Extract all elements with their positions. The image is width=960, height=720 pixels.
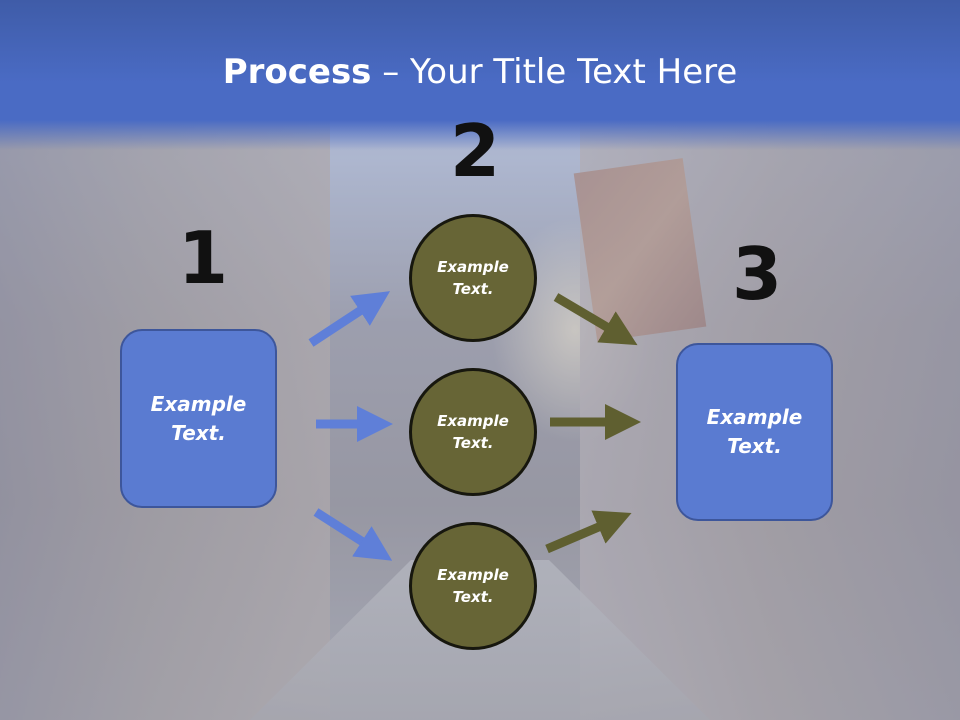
slide-title[interactable]: Process – Your Title Text Here	[0, 52, 960, 92]
title-bold: Process	[222, 52, 372, 92]
step-number-1: 1	[178, 216, 229, 300]
circle-bottom[interactable]: Example Text.	[409, 522, 537, 650]
right-step-box[interactable]: Example Text.	[676, 343, 833, 521]
step-number-2: 2	[450, 109, 501, 193]
left-step-box[interactable]: Example Text.	[120, 329, 277, 508]
circle-top[interactable]: Example Text.	[409, 214, 537, 342]
arrow-up-right-olive	[545, 510, 632, 554]
arrow-down-right-blue	[313, 508, 393, 561]
title-bar	[0, 0, 960, 150]
arrow-down-right-olive	[553, 293, 638, 346]
title-rest: – Your Title Text Here	[371, 52, 738, 92]
step-number-3: 3	[732, 232, 783, 316]
arrow-up-right-blue	[308, 291, 391, 347]
circle-middle[interactable]: Example Text.	[409, 368, 537, 496]
